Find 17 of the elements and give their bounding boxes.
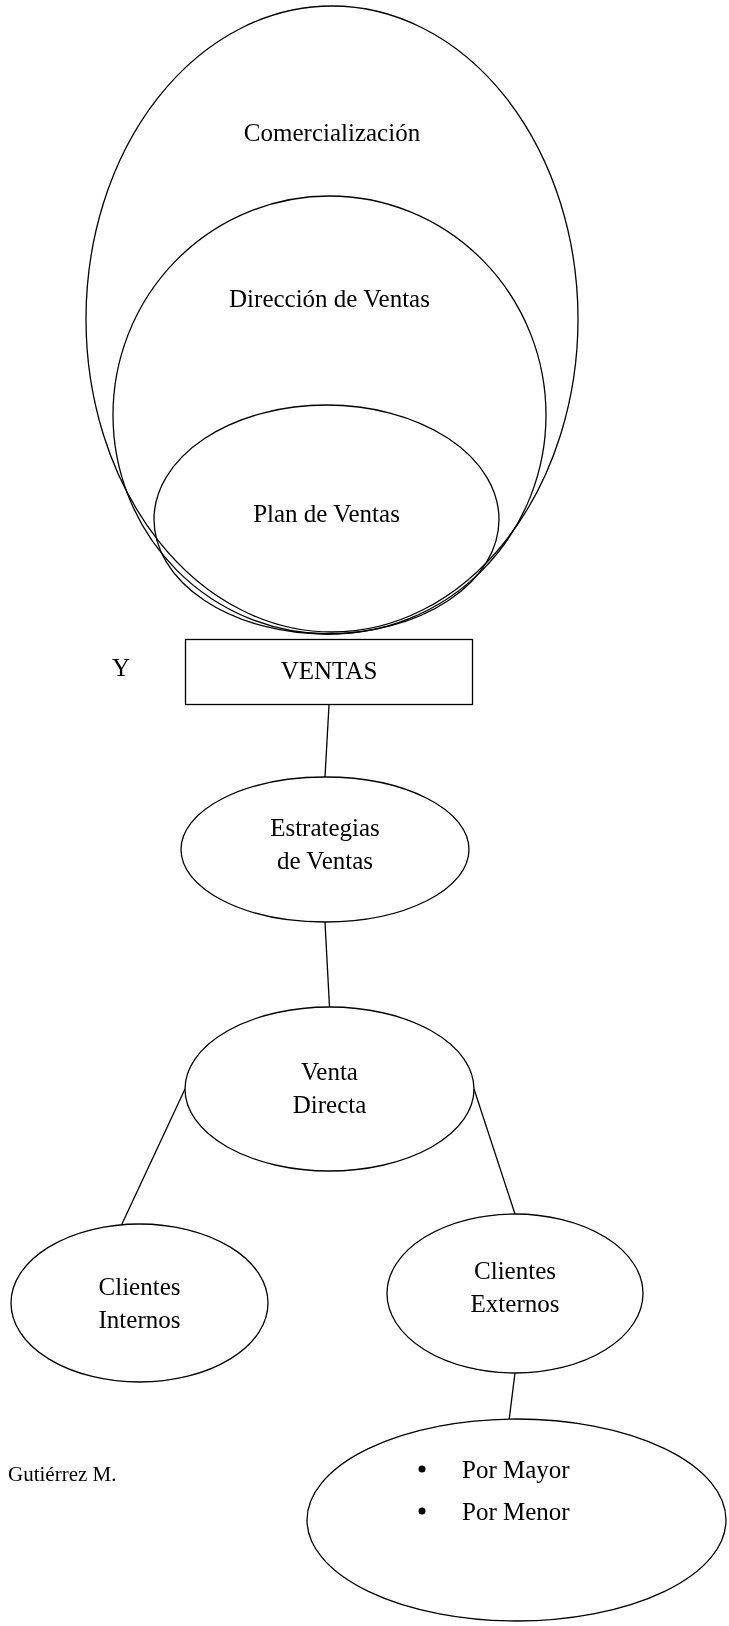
connector-line [120, 1088, 186, 1226]
node-text: Por Menor [462, 1497, 570, 1527]
author-note: Gutiérrez M. [8, 1462, 117, 1487]
node-text: VENTAS [280, 656, 378, 686]
connector-line [508, 1372, 516, 1420]
node-text: Por Mayor [462, 1455, 570, 1485]
node-text: Clientes Externos [469, 1256, 561, 1319]
node-text: Dirección de Ventas [229, 284, 430, 314]
connector-line [473, 1088, 516, 1215]
node-text: Venta Directa [291, 1057, 368, 1120]
connector-line [324, 704, 330, 778]
node-text: Estrategias de Ventas [269, 813, 381, 876]
node-text: Plan de Ventas [253, 499, 400, 529]
text-label: Y [112, 654, 131, 682]
node-text: Clientes Internos [97, 1272, 182, 1335]
connector-line [324, 921, 331, 1008]
node-text: Comercialización [243, 118, 421, 148]
